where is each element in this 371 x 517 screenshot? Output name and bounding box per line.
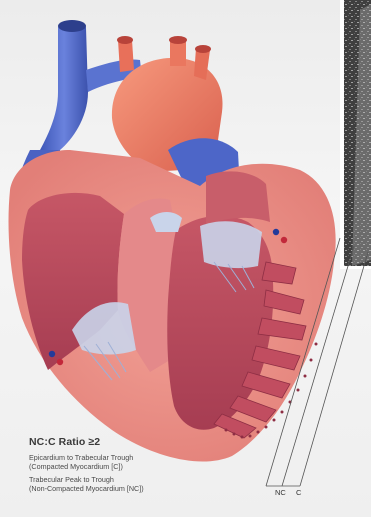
legend-item-compacted: Epicardium to Trabecular Trough (Compact… <box>29 454 259 471</box>
c-measurement-label: C <box>296 488 301 497</box>
left-atrium <box>206 171 270 226</box>
legend-item-noncompacted: Trabecular Peak to Trough (Non-Compacted… <box>29 476 259 493</box>
nc-measurement-label: NC <box>275 488 286 497</box>
legend-item-compacted-line2: (Compacted Myocardium [C]) <box>29 463 259 472</box>
legend-title: NC:C Ratio ≥2 <box>29 436 259 448</box>
aortic-valve <box>150 212 182 232</box>
legend: NC:C Ratio ≥2 Epicardium to Trabecular T… <box>29 436 259 498</box>
legend-item-noncompacted-line2: (Non-Compacted Myocardium [NC]) <box>29 485 259 494</box>
echo-inset <box>340 0 371 269</box>
